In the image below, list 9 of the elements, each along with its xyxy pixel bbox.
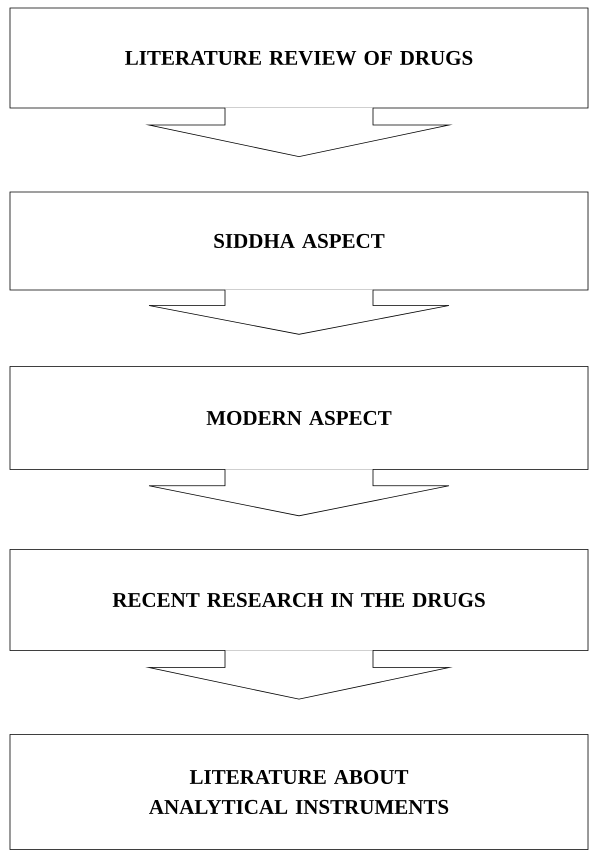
block-arrow <box>148 468 450 516</box>
process-box: LITERATURE ABOUT ANALYTICAL INSTRUMENTS <box>10 734 588 850</box>
block-arrow <box>145 107 453 158</box>
process-box: LITERATURE REVIEW OF DRUGS <box>10 8 588 108</box>
block-arrow <box>148 289 450 335</box>
process-box: MODERN ASPECT <box>10 366 588 470</box>
process-box: SIDDHA ASPECT <box>10 192 588 290</box>
process-box: RECENT RESEARCH IN THE DRUGS <box>10 549 588 651</box>
block-arrow <box>145 650 453 700</box>
